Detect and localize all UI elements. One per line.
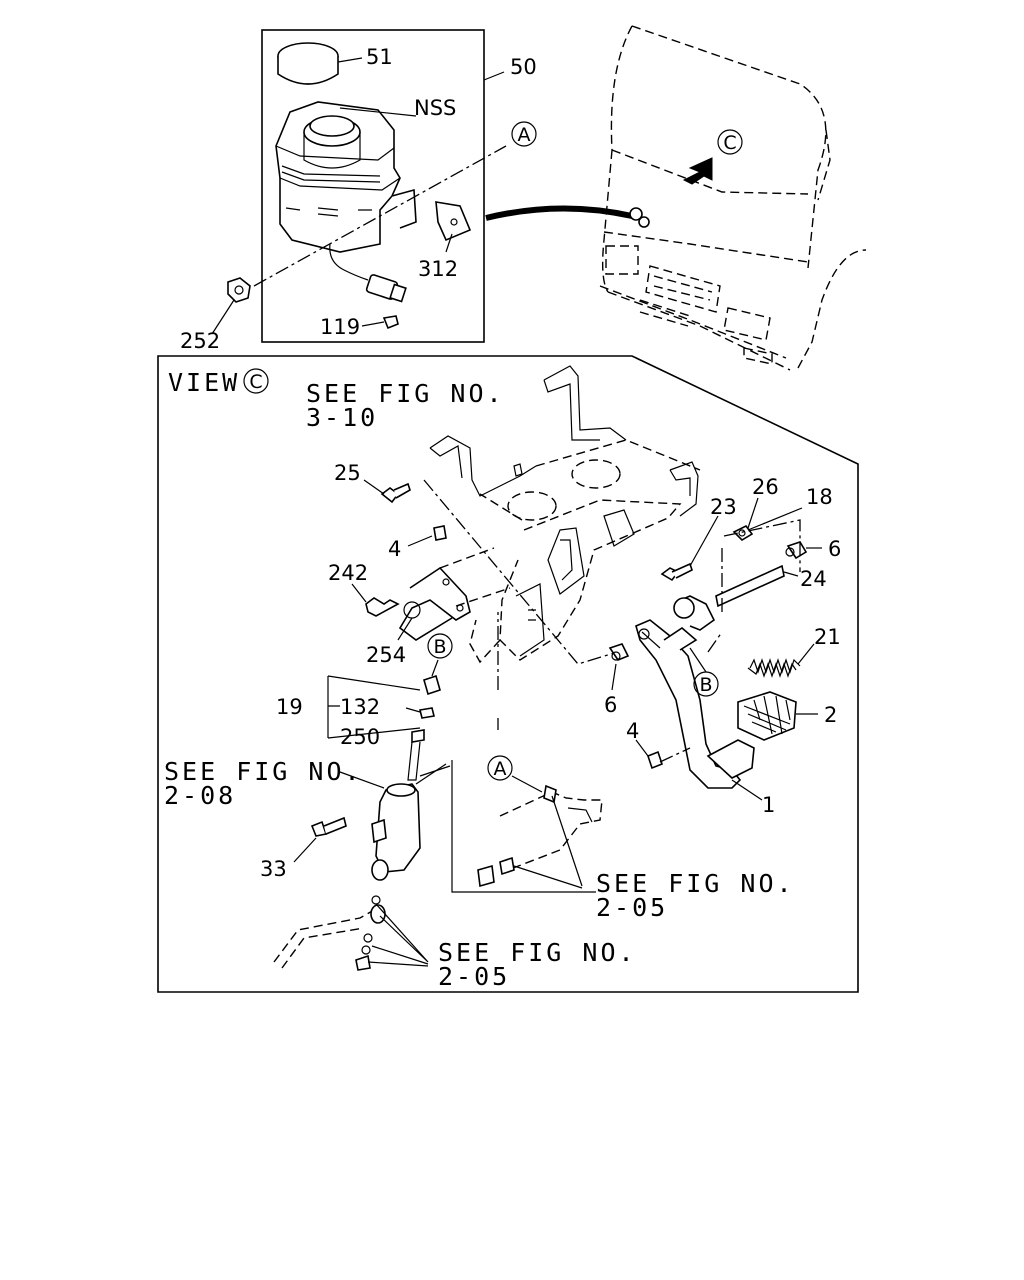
label-250: 250 — [340, 725, 380, 749]
see-fig-2-08-line2: 2-08 — [164, 781, 236, 810]
ref-a-mid: A — [487, 755, 513, 781]
label-4-upper: 4 — [388, 537, 401, 561]
see-fig-2-05-line1: SEE FIG NO. — [596, 869, 795, 898]
hose-fitting-b — [407, 674, 441, 781]
label-18: 18 — [806, 485, 833, 509]
label-21: 21 — [814, 625, 841, 649]
ref-c-top: C — [717, 129, 743, 155]
ref-a-top: A — [511, 121, 537, 147]
truck-cab-outline — [599, 25, 867, 371]
pedal-bracket-structure — [398, 365, 701, 730]
see-fig-2-05b-line1: SEE FIG NO. — [438, 938, 637, 967]
clutch-pipe-clips — [451, 760, 603, 893]
bolt-33 — [310, 816, 347, 837]
label-132: 132 — [340, 695, 380, 719]
bolt-242 — [365, 597, 400, 617]
reservoir-tank — [275, 101, 417, 303]
bracket-312 — [435, 201, 472, 242]
bolt-25 — [380, 482, 411, 504]
label-24: 24 — [800, 567, 827, 591]
svg-text:B: B — [699, 674, 712, 696]
see-fig-2-05-line2: 2-05 — [596, 893, 668, 922]
label-nss: NSS — [414, 96, 456, 120]
svg-text:C: C — [723, 132, 736, 154]
label-51: 51 — [366, 45, 393, 69]
nut-252 — [227, 277, 251, 303]
label-2: 2 — [824, 703, 837, 727]
label-26: 26 — [752, 475, 779, 499]
label-254: 254 — [366, 643, 406, 667]
label-19: 19 — [276, 695, 303, 719]
clutch-pedal-assembly — [608, 519, 808, 789]
reservoir-cap — [277, 42, 339, 85]
ref-b-right: B — [693, 671, 719, 697]
view-c-frame — [157, 355, 859, 993]
lower-hose — [273, 895, 429, 971]
see-fig-3-10-line1: SEE FIG NO. — [306, 379, 505, 408]
reservoir-inset — [253, 29, 507, 343]
svg-text:A: A — [518, 124, 531, 146]
svg-text:B: B — [433, 636, 446, 658]
screw-119 — [382, 315, 399, 330]
see-fig-3-10-line2: 3-10 — [306, 403, 378, 432]
label-6-lower: 6 — [604, 693, 617, 717]
label-33: 33 — [260, 857, 287, 881]
svg-text:VIEW: VIEW — [168, 368, 240, 397]
label-1: 1 — [762, 793, 775, 817]
label-312: 312 — [418, 257, 458, 281]
see-fig-2-08-line1: SEE FIG NO. — [164, 757, 363, 786]
see-fig-2-05b-line2: 2-05 — [438, 962, 510, 991]
svg-text:C: C — [249, 371, 262, 393]
clutch-master-cylinder — [371, 763, 451, 881]
svg-text:A: A — [494, 758, 507, 780]
label-242: 242 — [328, 561, 368, 585]
label-4-lower: 4 — [626, 719, 639, 743]
view-c-label: VIEW C — [168, 368, 269, 397]
nut-4-upper — [433, 525, 447, 541]
label-252: 252 — [180, 329, 220, 353]
label-50: 50 — [510, 55, 537, 79]
label-119: 119 — [320, 315, 360, 339]
label-6-upper: 6 — [828, 537, 841, 561]
label-23: 23 — [710, 495, 737, 519]
label-25: 25 — [334, 461, 361, 485]
ref-b-mid: B — [427, 633, 453, 659]
